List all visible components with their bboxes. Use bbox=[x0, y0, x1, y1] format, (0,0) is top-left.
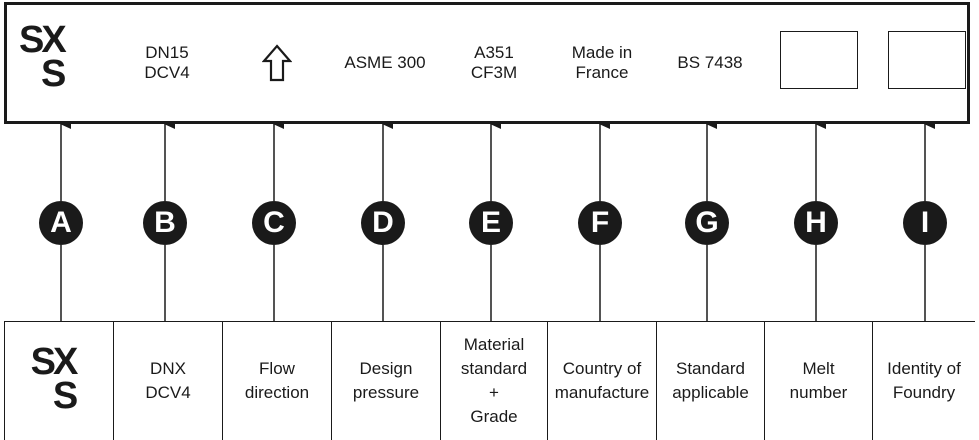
plate-marking-line: Made in bbox=[571, 43, 633, 62]
legend-line: Material bbox=[463, 335, 525, 354]
legend-line: Country of bbox=[562, 359, 642, 378]
legend-line: Standard bbox=[676, 359, 745, 378]
legend-line: Grade bbox=[470, 407, 518, 426]
legend-line: Flow bbox=[259, 359, 295, 378]
legend-cell-c: Flow direction bbox=[223, 322, 332, 440]
legend-line: Design bbox=[359, 359, 413, 378]
legend-line: Identity of bbox=[887, 359, 961, 378]
up-arrow-outline-icon bbox=[262, 5, 292, 121]
legend-line: manufacture bbox=[554, 383, 650, 402]
callout-badge-e: E bbox=[469, 201, 513, 245]
plate-marking-line: DN15 bbox=[145, 43, 189, 62]
legend-line: DNX bbox=[150, 359, 186, 378]
plate-marking-size-class: DN15 DCV4 bbox=[144, 5, 189, 121]
foundry-id-blank-box bbox=[888, 31, 966, 89]
legend-line: number bbox=[789, 383, 848, 402]
legend-cell-d: Design pressure bbox=[332, 322, 441, 440]
plate-marking-pressure: ASME 300 bbox=[344, 5, 425, 121]
plate-marking-material: A351 CF3M bbox=[471, 5, 517, 121]
logo-text-top: SX bbox=[19, 19, 67, 61]
legend-line: Melt bbox=[802, 359, 835, 378]
legend-cell-a: SX S bbox=[5, 322, 114, 440]
callout-badge-g: G bbox=[685, 201, 729, 245]
plate-marking-line: BS 7438 bbox=[677, 53, 743, 72]
legend-line: DCV4 bbox=[145, 383, 191, 402]
callout-badge-i: I bbox=[903, 201, 947, 245]
legend-line: pressure bbox=[352, 383, 420, 402]
sxs-logo-legend: SX S bbox=[30, 341, 79, 417]
logo-text-bottom: S bbox=[52, 375, 78, 417]
callout-badge-f: F bbox=[578, 201, 622, 245]
legend-line: direction bbox=[244, 383, 310, 402]
plate-marking-country: Made in France bbox=[572, 5, 632, 121]
melt-number-blank-box bbox=[780, 31, 858, 89]
callout-badge-h: H bbox=[794, 201, 838, 245]
plate-marking-line: ASME 300 bbox=[344, 53, 426, 72]
plate-marking-standard: BS 7438 bbox=[677, 5, 742, 121]
legend-cell-g: Standard applicable bbox=[657, 322, 765, 440]
logo-text-bottom: S bbox=[41, 53, 66, 95]
plate-marking-line: CF3M bbox=[470, 63, 518, 82]
legend-line: + bbox=[489, 383, 499, 402]
plate-marking-line: France bbox=[575, 63, 629, 82]
callout-badge-a: A bbox=[39, 201, 83, 245]
valve-marking-plate: SX S DN15 DCV4 ASME 300 A351 CF3M Made i… bbox=[4, 2, 970, 124]
sxs-logo-plate: SX S bbox=[19, 19, 67, 95]
legend-cell-e: Material standard + Grade bbox=[441, 322, 548, 440]
logo-text-top: SX bbox=[30, 341, 79, 383]
legend-table: SX S DNX DCV4 Flow direction Design pres… bbox=[4, 321, 975, 440]
legend-line: Foundry bbox=[892, 383, 956, 402]
callout-badge-d: D bbox=[361, 201, 405, 245]
legend-cell-f: Country of manufacture bbox=[548, 322, 657, 440]
legend-line: standard bbox=[460, 359, 528, 378]
legend-line: applicable bbox=[672, 383, 749, 402]
plate-marking-line: DCV4 bbox=[144, 63, 190, 82]
plate-marking-line: A351 bbox=[474, 43, 514, 62]
legend-cell-b: DNX DCV4 bbox=[114, 322, 223, 440]
legend-cell-h: Melt number bbox=[765, 322, 873, 440]
legend-cell-i: Identity of Foundry bbox=[873, 322, 975, 440]
callout-badge-c: C bbox=[252, 201, 296, 245]
callout-badge-b: B bbox=[143, 201, 187, 245]
